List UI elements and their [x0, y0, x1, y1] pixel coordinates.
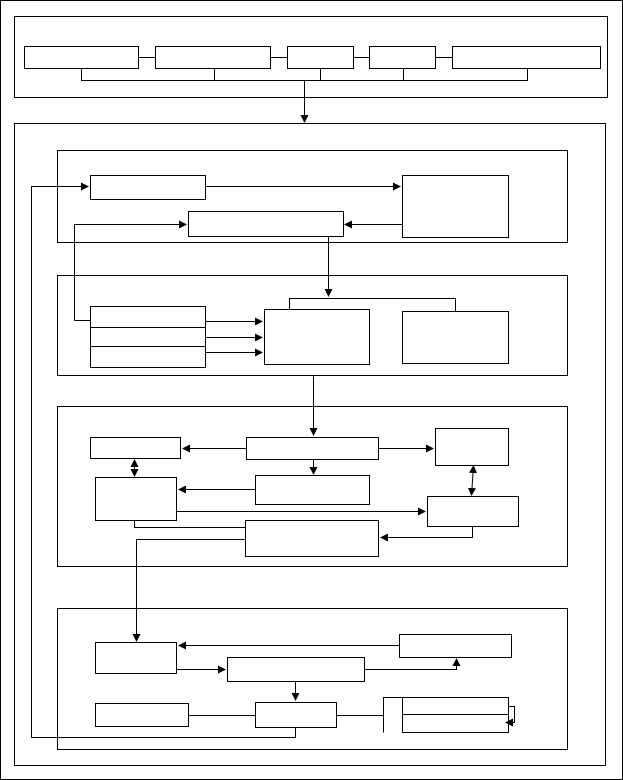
p3-double-arrow-right: [467, 465, 478, 496]
p3-box-mid-left: [95, 477, 177, 521]
p3-box-top-center: [246, 437, 379, 460]
feedback-loop-arrow: [31, 182, 296, 738]
p4-box-right-top: [399, 634, 512, 658]
p4-link-bottom-right: [336, 697, 403, 716]
p4-arrow-center-to-right: [364, 658, 461, 670]
p2-box-right: [402, 311, 509, 364]
top-box-4: [369, 46, 436, 69]
p4-self-loop: [505, 706, 515, 727]
p1-box-right: [402, 175, 509, 238]
panel-1-frame: [57, 150, 568, 243]
p4-box-bottom-center: [255, 702, 337, 728]
p4-box-left: [95, 642, 177, 674]
top-box-5: [452, 46, 601, 69]
panel-3-frame: [57, 406, 568, 567]
panel-2-frame: [57, 275, 568, 376]
p2-box-center: [264, 309, 370, 365]
p3-box-top-right: [435, 428, 509, 466]
top-section-frame: [14, 16, 608, 98]
p3-box-mid-center: [255, 475, 370, 505]
main-section-frame: [14, 123, 606, 766]
top-box-2: [155, 46, 271, 69]
top-box-1: [24, 46, 139, 69]
p3-arrow-right-to-bottom: [380, 526, 473, 542]
p1-arrow-into-process: [74, 220, 187, 321]
p3-link-left-to-bottom: [134, 520, 246, 528]
p4-box-center: [227, 657, 365, 682]
p3-box-bottom-center: [245, 520, 379, 557]
p3-box-top-left: [90, 437, 181, 459]
top-box-3: [287, 46, 354, 69]
p1-box-process: [188, 211, 344, 237]
p2-stack-box: [90, 306, 206, 368]
panel-4-frame: [57, 608, 568, 750]
p2-top-bracket: [289, 298, 456, 312]
p1-box-input: [90, 175, 206, 200]
p3-box-mid-right: [427, 496, 519, 527]
p3-to-p4-arrow: [132, 539, 246, 642]
p4-box-bottom-left: [95, 703, 189, 727]
